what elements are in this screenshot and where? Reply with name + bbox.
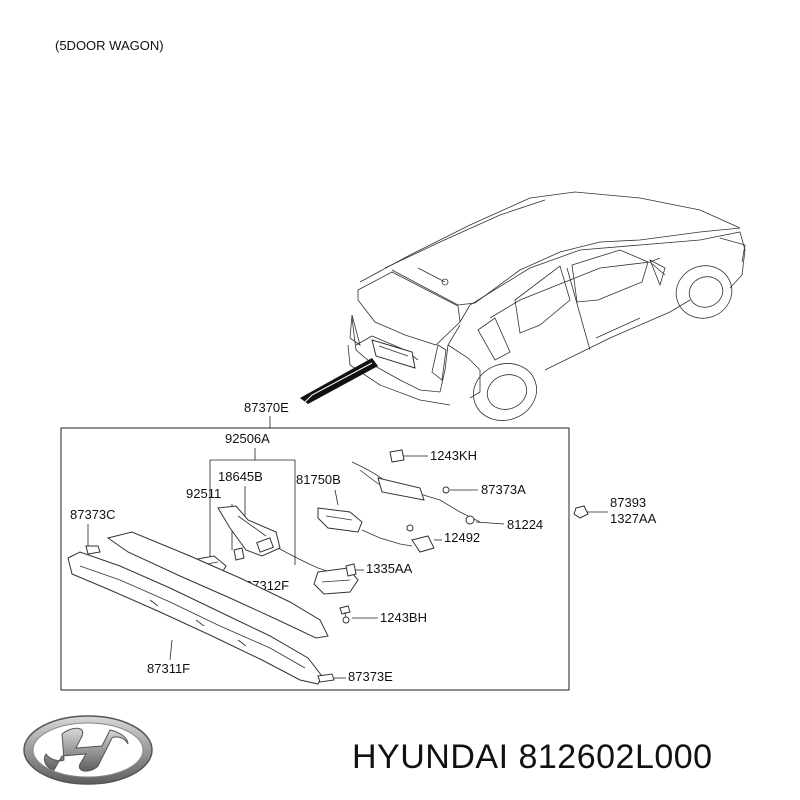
label-92511: 92511 — [186, 486, 221, 501]
label-87373C: 87373C — [70, 507, 116, 522]
car-illustration — [347, 191, 746, 421]
brand-name: HYUNDAI — [352, 738, 509, 776]
label-1243KH: 1243KH — [430, 448, 477, 463]
assembly-frame — [60, 427, 570, 691]
label-1327AA: 1327AA — [610, 511, 657, 526]
brand-part-number: HYUNDAI 812602L000 — [352, 738, 713, 777]
part-number: 812602L000 — [518, 738, 713, 776]
label-12492: 12492 — [444, 530, 480, 545]
label-87373E: 87373E — [348, 669, 393, 684]
hyundai-logo — [23, 715, 153, 785]
garnish-87312F — [106, 531, 329, 639]
label-87393: 87393 — [610, 495, 646, 510]
lamp-81750B — [317, 507, 363, 533]
label-87311F: 87311F — [147, 661, 190, 676]
label-81224: 81224 — [507, 517, 543, 532]
label-81750B: 81750B — [296, 472, 341, 487]
label-87370E: 87370E — [244, 400, 289, 415]
label-87373A: 87373A — [481, 482, 526, 497]
label-1335AA: 1335AA — [366, 561, 413, 576]
label-92506A: 92506A — [225, 431, 270, 446]
variant-label: (5DOOR WAGON) — [55, 38, 164, 53]
label-18645B: 18645B — [218, 469, 263, 484]
label-1243BH: 1243BH — [380, 610, 427, 625]
license-lamp-left — [217, 505, 281, 561]
